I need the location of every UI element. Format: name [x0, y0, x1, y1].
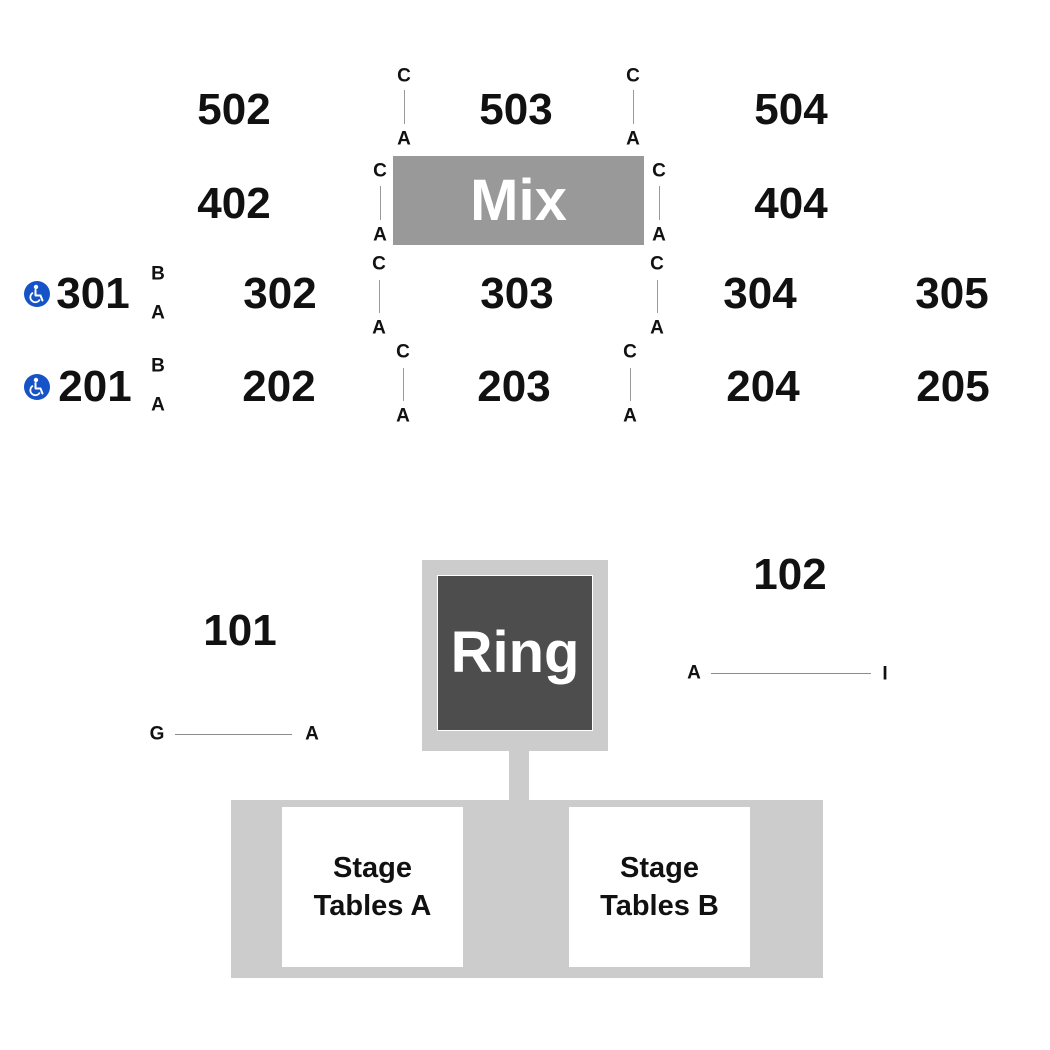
row-label-i: I: [882, 663, 888, 685]
ring-walkway: [509, 751, 529, 801]
ring: Ring: [437, 575, 593, 731]
row-range-line: [380, 186, 381, 220]
stage-tables-b[interactable]: Stage Tables B: [569, 807, 750, 967]
row-label-c: C: [372, 253, 386, 275]
row-label-c: C: [373, 160, 387, 182]
stage-tables-b-line1: Stage: [620, 852, 699, 884]
wheelchair-icon: [24, 281, 50, 307]
row-range-line: [659, 186, 660, 220]
section-202[interactable]: 202: [242, 362, 316, 411]
row-label-c: C: [652, 160, 666, 182]
section-404[interactable]: 404: [754, 179, 828, 228]
section-503[interactable]: 503: [479, 85, 553, 134]
row-range-line: [404, 90, 405, 124]
row-label-c: C: [650, 253, 664, 275]
section-305[interactable]: 305: [915, 269, 989, 318]
ring-label: Ring: [450, 620, 580, 685]
row-label-c: C: [397, 65, 411, 87]
section-203[interactable]: 203: [477, 362, 551, 411]
row-range-line: [379, 280, 380, 313]
section-101[interactable]: 101: [203, 606, 277, 655]
row-label-b: B: [151, 263, 165, 285]
row-label-a: A: [396, 405, 410, 427]
row-range-line: [175, 734, 292, 735]
row-range-line: [630, 368, 631, 401]
row-label-c: C: [623, 341, 637, 363]
row-label-a: A: [305, 723, 319, 745]
section-102[interactable]: 102: [753, 550, 827, 599]
section-402[interactable]: 402: [197, 179, 271, 228]
row-label-b: B: [151, 355, 165, 377]
section-502[interactable]: 502: [197, 85, 271, 134]
mix-position: Mix: [393, 156, 644, 245]
stage-tables-a[interactable]: Stage Tables A: [282, 807, 463, 967]
row-range-line: [657, 280, 658, 313]
row-range-line: [633, 90, 634, 124]
row-label-a: A: [151, 302, 165, 324]
section-204[interactable]: 204: [726, 362, 800, 411]
row-label-c: C: [396, 341, 410, 363]
row-label-a: A: [652, 224, 666, 246]
row-label-g: G: [149, 723, 165, 745]
section-303[interactable]: 303: [480, 269, 554, 318]
row-label-a: A: [623, 405, 637, 427]
section-205[interactable]: 205: [916, 362, 990, 411]
stage-tables-b-line2: Tables B: [600, 890, 719, 922]
stage-tables-a-line2: Tables A: [313, 890, 432, 922]
row-label-a: A: [397, 128, 411, 150]
wheelchair-icon: [24, 374, 50, 400]
row-range-line: [403, 368, 404, 401]
row-range-line: [711, 673, 871, 674]
row-label-a: A: [151, 394, 165, 416]
section-504[interactable]: 504: [754, 85, 828, 134]
section-301[interactable]: 301: [56, 269, 130, 318]
row-label-a: A: [373, 224, 387, 246]
row-label-a: A: [626, 128, 640, 150]
stage-tables-a-line1: Stage: [333, 852, 412, 884]
row-label-a: A: [372, 317, 386, 339]
section-201[interactable]: 201: [58, 362, 132, 411]
row-label-a: A: [687, 662, 701, 684]
mix-label: Mix: [470, 167, 567, 233]
section-304[interactable]: 304: [723, 269, 797, 318]
row-label-a: A: [650, 317, 664, 339]
row-label-c: C: [626, 65, 640, 87]
section-302[interactable]: 302: [243, 269, 317, 318]
